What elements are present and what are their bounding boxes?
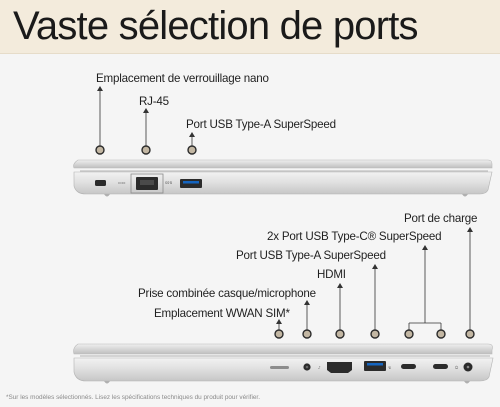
callout-dots-top [95,145,197,155]
page-title: Vaste sélection de ports [13,4,419,48]
usb-c-port-icon [433,364,448,369]
label-usb-a-bottom: Port USB Type-A SuperSpeed [236,249,386,262]
laptop-right-side: ♪ ↯ ⏻ [73,343,494,384]
footnote: *Sur les modèles sélectionnés. Lisez les… [6,394,260,401]
usb-a-port-bottom-icon [364,361,386,371]
svg-text:↯: ↯ [388,365,391,370]
label-rj45: RJ-45 [139,95,169,108]
svg-text:ss↯: ss↯ [165,180,173,185]
label-hdmi: HDMI [317,268,346,281]
sim-slot-icon [270,366,289,369]
label-audio-jack: Prise combinée casque/microphone [138,287,316,300]
laptop-left-side: ▭▭ ss↯ [73,159,493,197]
callouts-top [99,89,193,146]
label-wwan-sim: Emplacement WWAN SIM* [154,307,290,320]
label-usb-a-top: Port USB Type-A SuperSpeed [186,118,336,131]
label-nano-lock-slot: Emplacement de verrouillage nano [96,72,269,85]
label-usb-c: 2x Port USB Type-C® SuperSpeed [267,230,442,243]
svg-text:♪: ♪ [318,365,321,370]
hdmi-port-icon [327,362,352,373]
svg-text:⏻: ⏻ [455,365,459,370]
svg-text:▭▭: ▭▭ [118,180,126,185]
label-charging-port: Port de charge [404,212,478,225]
header-banner: Vaste sélection de ports [0,0,500,54]
usb-c-port-icon [401,364,416,369]
callout-dots-bottom [274,329,475,339]
callouts-bottom [278,230,471,330]
nano-lock-slot-icon [95,180,106,186]
